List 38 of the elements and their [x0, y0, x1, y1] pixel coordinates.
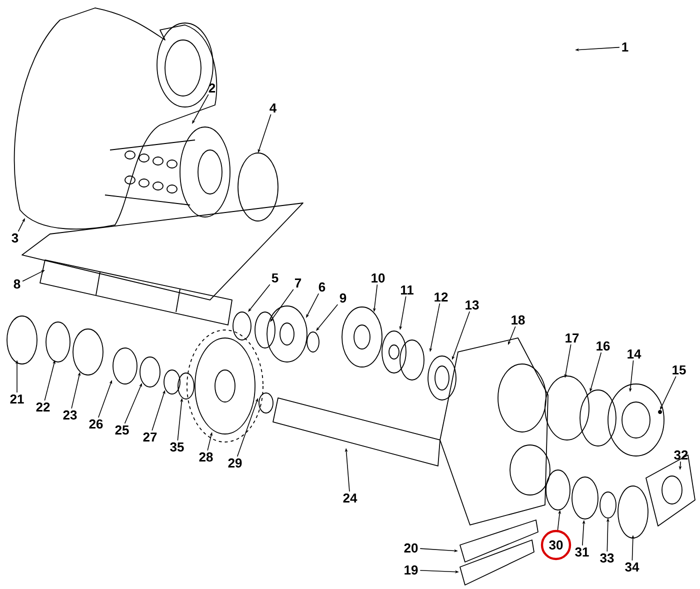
callout-number: 10: [372, 273, 385, 283]
callout-number: 12: [434, 292, 448, 302]
callout-number: 20: [404, 543, 418, 553]
callout-number: 21: [10, 394, 24, 404]
callout-number: 8: [14, 279, 20, 289]
callout-number: 7: [294, 278, 302, 288]
callout-number: 6: [318, 282, 326, 292]
callout-number: 2: [208, 83, 216, 93]
callout-number: 28: [199, 452, 213, 462]
callout-number: 11: [400, 286, 414, 294]
callout-number: 31: [575, 547, 589, 557]
callout-number: 9: [340, 293, 346, 303]
callout-number: 19: [404, 565, 418, 575]
leader-line: [270, 289, 294, 322]
callout-number: 26: [89, 419, 103, 429]
callout-number: 4: [270, 104, 277, 112]
callout-number: 23: [63, 410, 77, 420]
callout-number: 15: [672, 365, 686, 374]
callout-number: 30: [540, 530, 572, 560]
callout-number: 5: [272, 273, 278, 282]
callout-number: 24: [343, 493, 358, 503]
callout-number: 34: [625, 562, 640, 572]
callout-number: 22: [36, 402, 50, 412]
callout-number: 17: [566, 334, 579, 342]
callout-number: 3: [12, 233, 18, 243]
callout-number: 32: [674, 450, 688, 460]
callout-number: 13: [466, 300, 479, 310]
callout-number: 16: [596, 341, 610, 351]
callout-number: 14: [628, 350, 642, 358]
callout-number: 1: [622, 42, 628, 52]
callout-number: 18: [512, 315, 525, 325]
callout-number: 27: [143, 432, 157, 442]
leader-line: [316, 304, 338, 331]
callout-number: 29: [228, 458, 242, 468]
callout-number: 33: [600, 553, 614, 563]
callout-number: 35: [170, 442, 184, 452]
callout-number: 25: [115, 425, 129, 435]
leader-line: [248, 284, 270, 312]
